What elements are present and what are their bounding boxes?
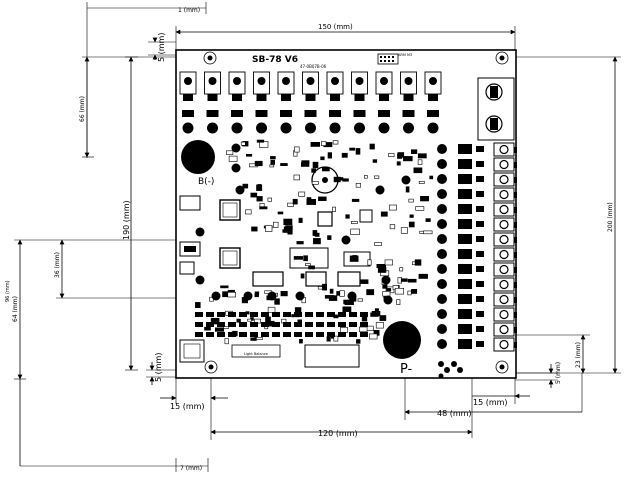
dim-right-200: 200 (mm) [607, 202, 614, 232]
indicator-dots-icon [438, 361, 463, 379]
dim-top-width: 150 (mm) [318, 23, 353, 31]
dim-top-small: 1 (mm) [178, 7, 200, 14]
dimension-lines: 1 (mm) 150 (mm) 5 (mm) 66 (mm) 190 (mm) … [5, 2, 621, 472]
smd-pad [304, 110, 317, 117]
smd-pad [206, 110, 219, 117]
smd-pad [353, 110, 366, 117]
smd-pad [378, 110, 390, 117]
light-balance-header: Light Balance [231, 344, 360, 368]
smd-pad [280, 110, 292, 117]
dim-right-23: 23 (mm) [575, 342, 582, 368]
dim-bottom-120: 120 (mm) [318, 429, 358, 438]
dim-left-64: 64 (mm) [12, 296, 19, 322]
dim-bottom-15-right: 15 (mm) [473, 398, 508, 407]
dim-left-36: 36 (mm) [54, 252, 61, 278]
dim-bottom-small: 7 (mm) [180, 465, 202, 472]
p-minus-label: P- [400, 362, 413, 377]
balance-connector-column [437, 142, 517, 352]
dim-bottom-15-left: 15 (mm) [170, 402, 205, 411]
pcb-board: SB-78 V6 47-0B07B-06 ARM M3 B(-) P- [175, 49, 517, 379]
smd-pad [255, 110, 268, 117]
polarity-neg-label: B(-) [198, 177, 214, 187]
dim-left-5-top: 5 (mm) [157, 33, 166, 62]
light-balance-label: Light Balance [244, 352, 268, 356]
smd-pad [329, 110, 341, 117]
dim-left-190: 190 (mm) [122, 200, 131, 240]
dim-left-5-bottom: 5 (mm) [154, 353, 163, 382]
dim-right-5: 5 (mm) [555, 362, 562, 384]
board-title: SB-78 V6 [252, 55, 298, 65]
round-pads [195, 143, 411, 305]
board-part-number: 47-0B07B-06 [300, 64, 327, 69]
smd-pad [427, 110, 439, 117]
smd-pad [231, 110, 243, 117]
smd-pad [182, 110, 194, 117]
smd-components [195, 139, 434, 345]
terminal-block-top [477, 77, 515, 141]
capacitor-bottom-icon [383, 321, 421, 359]
capacitor-icon [181, 140, 215, 174]
dim-bottom-48: 48 (mm) [437, 409, 472, 418]
dim-left-outer: 96 (mm) [5, 280, 11, 302]
ic-label: ARM M3 [398, 53, 412, 57]
mosfet-row-top [179, 71, 442, 134]
dim-left-66: 66 (mm) [79, 96, 86, 122]
left-connector-icon [179, 195, 205, 363]
mounting-hole-icon [203, 51, 509, 374]
smd-pad [402, 110, 415, 117]
